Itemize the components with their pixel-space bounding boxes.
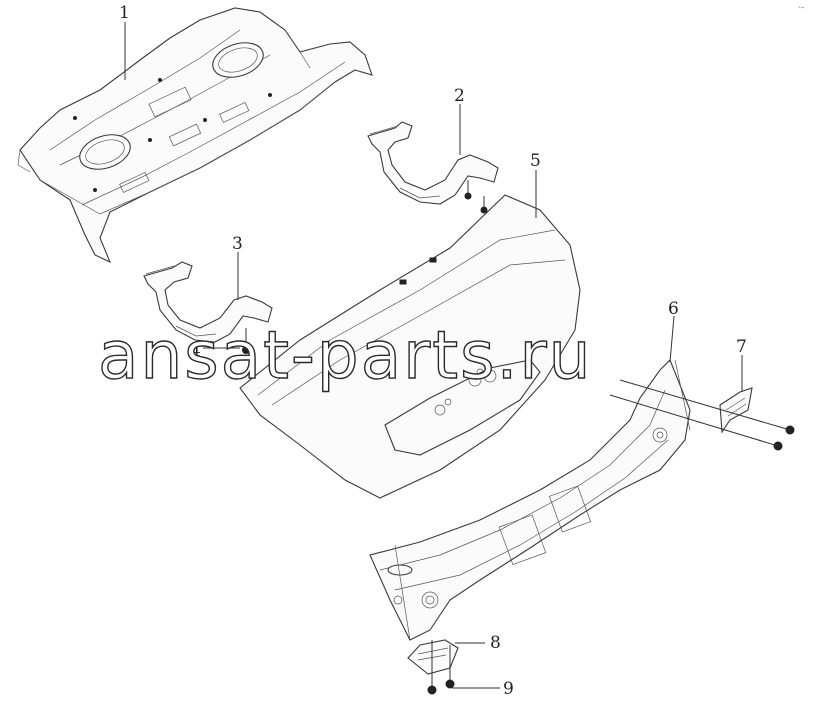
rear-end-panel bbox=[369, 359, 691, 641]
trunk-hinge-right bbox=[367, 121, 499, 214]
trunk-lid bbox=[239, 194, 581, 499]
lock-bracket-right bbox=[609, 379, 795, 451]
hinge-bolt bbox=[242, 328, 250, 354]
callout-8: 8 bbox=[490, 633, 501, 653]
corner-mark: ·– bbox=[798, 3, 805, 12]
callout-7: 7 bbox=[736, 337, 747, 357]
fastener-nut bbox=[427, 640, 455, 695]
lock-bracket-left bbox=[407, 639, 459, 675]
leader-lines bbox=[124, 22, 743, 689]
watermark-text: ansat-parts.ru bbox=[98, 317, 592, 394]
callout-labels: 1 2 3 4 5 6 7 8 9 bbox=[119, 3, 747, 699]
callout-5: 5 bbox=[530, 151, 541, 171]
callout-6: 6 bbox=[668, 299, 679, 319]
callout-3: 3 bbox=[232, 234, 243, 254]
callout-4: 4 bbox=[190, 341, 201, 361]
trunk-hinge-left bbox=[143, 261, 273, 343]
callout-9: 9 bbox=[503, 679, 514, 699]
callout-1: 1 bbox=[119, 3, 130, 23]
rear-shelf-panel bbox=[17, 7, 373, 264]
callout-2: 2 bbox=[454, 86, 465, 106]
